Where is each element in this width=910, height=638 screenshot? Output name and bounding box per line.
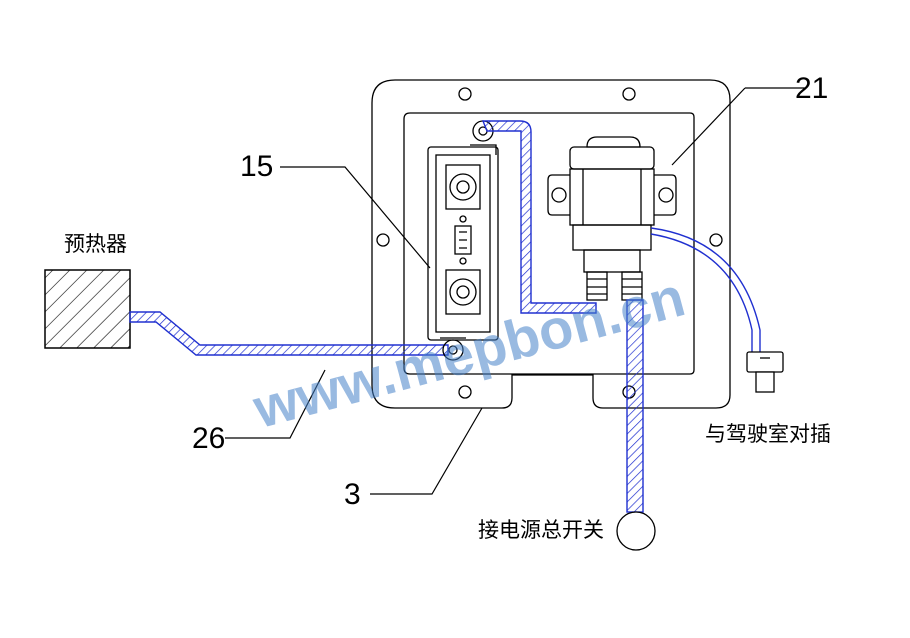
cable-26: [129, 311, 449, 356]
label-cab-plug: 与驾驶室对插: [705, 422, 831, 446]
preheater-box: [44, 269, 131, 349]
mounting-plate: [371, 79, 731, 409]
relay: [547, 136, 677, 301]
leader-lines: [225, 87, 806, 495]
label-part-15: 15: [240, 150, 274, 183]
label-part-21: 21: [795, 72, 829, 105]
cable-fuse-relay: [481, 120, 597, 314]
label-part-26: 26: [192, 422, 226, 455]
cab-plug-connector: [746, 351, 784, 393]
label-preheater: 预热器: [64, 232, 127, 256]
power-switch-terminal: [616, 511, 656, 551]
label-main-power-switch: 接电源总开关: [478, 518, 604, 542]
label-part-3: 3: [344, 478, 361, 511]
cable-cab-plug: [650, 227, 761, 352]
